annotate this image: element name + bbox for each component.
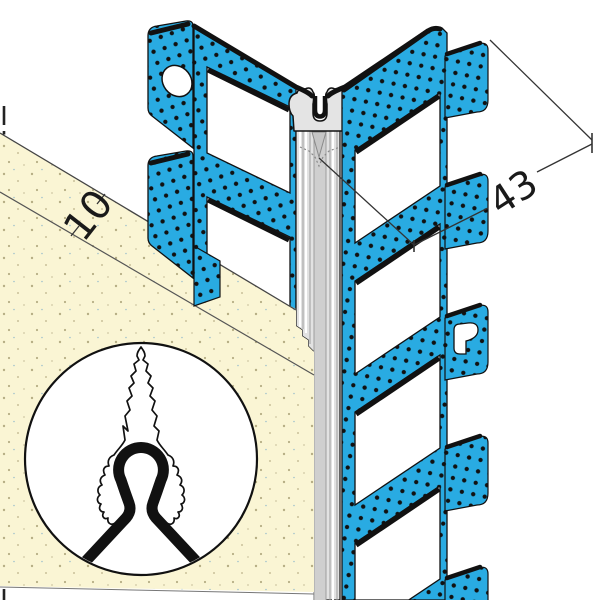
crown-slot-channel <box>312 96 328 119</box>
leader-line <box>318 157 415 246</box>
bead-core-omega <box>80 442 202 566</box>
dimension-line <box>536 143 593 173</box>
tab-top-edge <box>148 151 191 166</box>
perforation-icon <box>194 26 296 340</box>
dimension-line <box>96 193 106 205</box>
right-tab <box>444 564 489 600</box>
window-shadow <box>206 197 291 243</box>
dimension-10 <box>70 193 106 237</box>
left-flange <box>147 20 297 341</box>
right-tabs <box>444 40 489 600</box>
spike-cross-section <box>69 346 213 574</box>
shaft-groove <box>314 131 326 600</box>
left-flange-top-edge <box>191 23 315 99</box>
dimension-line <box>413 207 489 246</box>
tab-top-edge <box>148 21 191 36</box>
extension-line <box>489 39 593 141</box>
right-tab <box>444 433 489 512</box>
extrusion-highlights <box>299 131 334 600</box>
right-flange <box>341 25 448 600</box>
plaster-base-line <box>0 191 315 376</box>
round-hole-icon <box>161 64 193 98</box>
window-shadow <box>206 67 291 113</box>
dimension-line <box>70 225 80 237</box>
right-tab <box>444 40 489 119</box>
window-shadows <box>354 93 441 548</box>
cross-section-detail <box>69 346 213 574</box>
detail-circle <box>23 341 259 577</box>
left-flange-over-plaster <box>147 150 221 307</box>
right-tab-keyhole <box>444 302 489 381</box>
shaft-notch <box>311 131 327 159</box>
plaster-bottom-edge <box>0 586 315 595</box>
serration-line <box>299 146 341 168</box>
keyhole-icon <box>453 322 479 355</box>
rail-top-edge <box>341 25 443 93</box>
perforation-icon <box>194 246 220 306</box>
right-tab <box>444 171 489 250</box>
perforation-icon <box>148 150 193 278</box>
dimension-43 <box>318 39 593 252</box>
